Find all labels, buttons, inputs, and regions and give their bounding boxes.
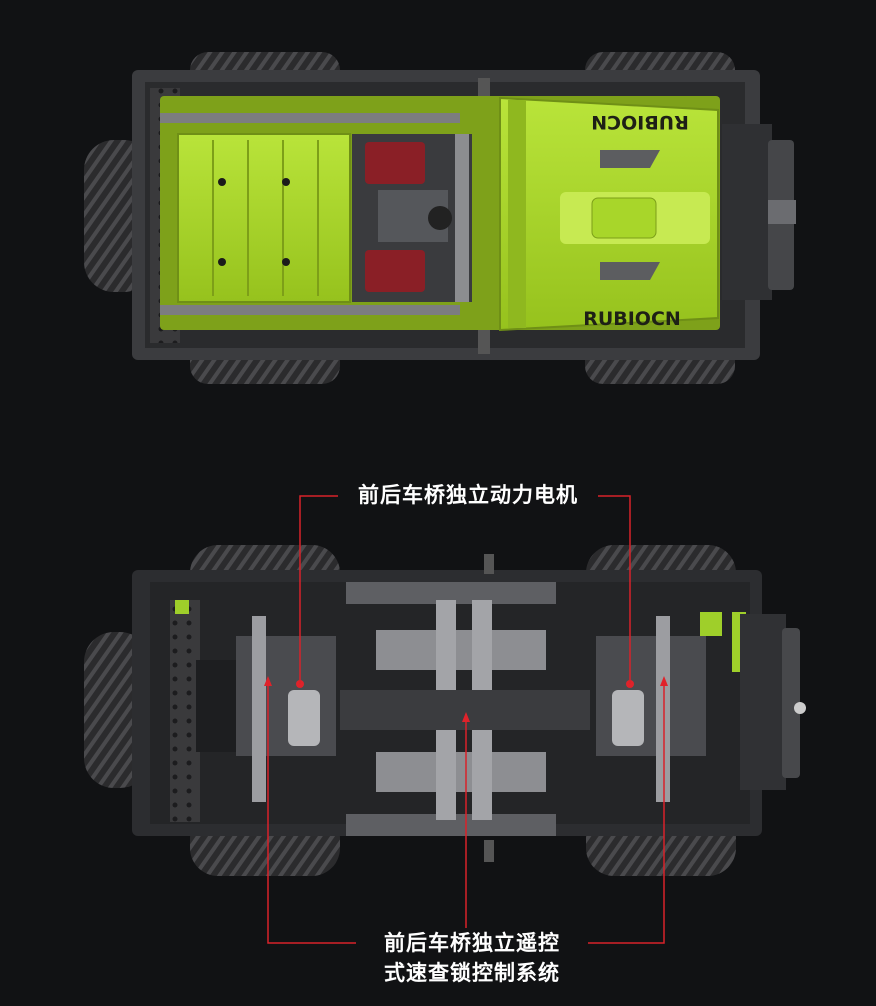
callout-label-locks: 前后车桥独立遥控 式速查锁控制系统	[356, 928, 588, 988]
callout-text-line1: 前后车桥独立遥控	[384, 931, 560, 955]
bottom-view-vehicle	[84, 545, 806, 876]
callout-label-motors: 前后车桥独立动力电机	[338, 480, 598, 510]
badge-rubiocn-upper: RUBIOCN	[591, 111, 689, 133]
front-motor	[612, 690, 644, 746]
callout-line-bottom-right	[588, 686, 665, 944]
rear-motor	[288, 690, 320, 746]
badge-rubiocn-lower: RUBIOCN	[583, 308, 681, 330]
top-view-vehicle: RUBIOCN RUBIOCN	[84, 52, 796, 384]
rear-deck	[177, 133, 351, 303]
callout-line-bottom-left	[267, 686, 356, 944]
badge-text: RUBIOCN	[583, 308, 681, 330]
callout-lines	[267, 495, 665, 944]
badge-text: RUBIOCN	[591, 111, 689, 133]
callout-text: 前后车桥独立动力电机	[358, 483, 578, 507]
callout-text-line2: 式速查锁控制系统	[384, 961, 560, 985]
